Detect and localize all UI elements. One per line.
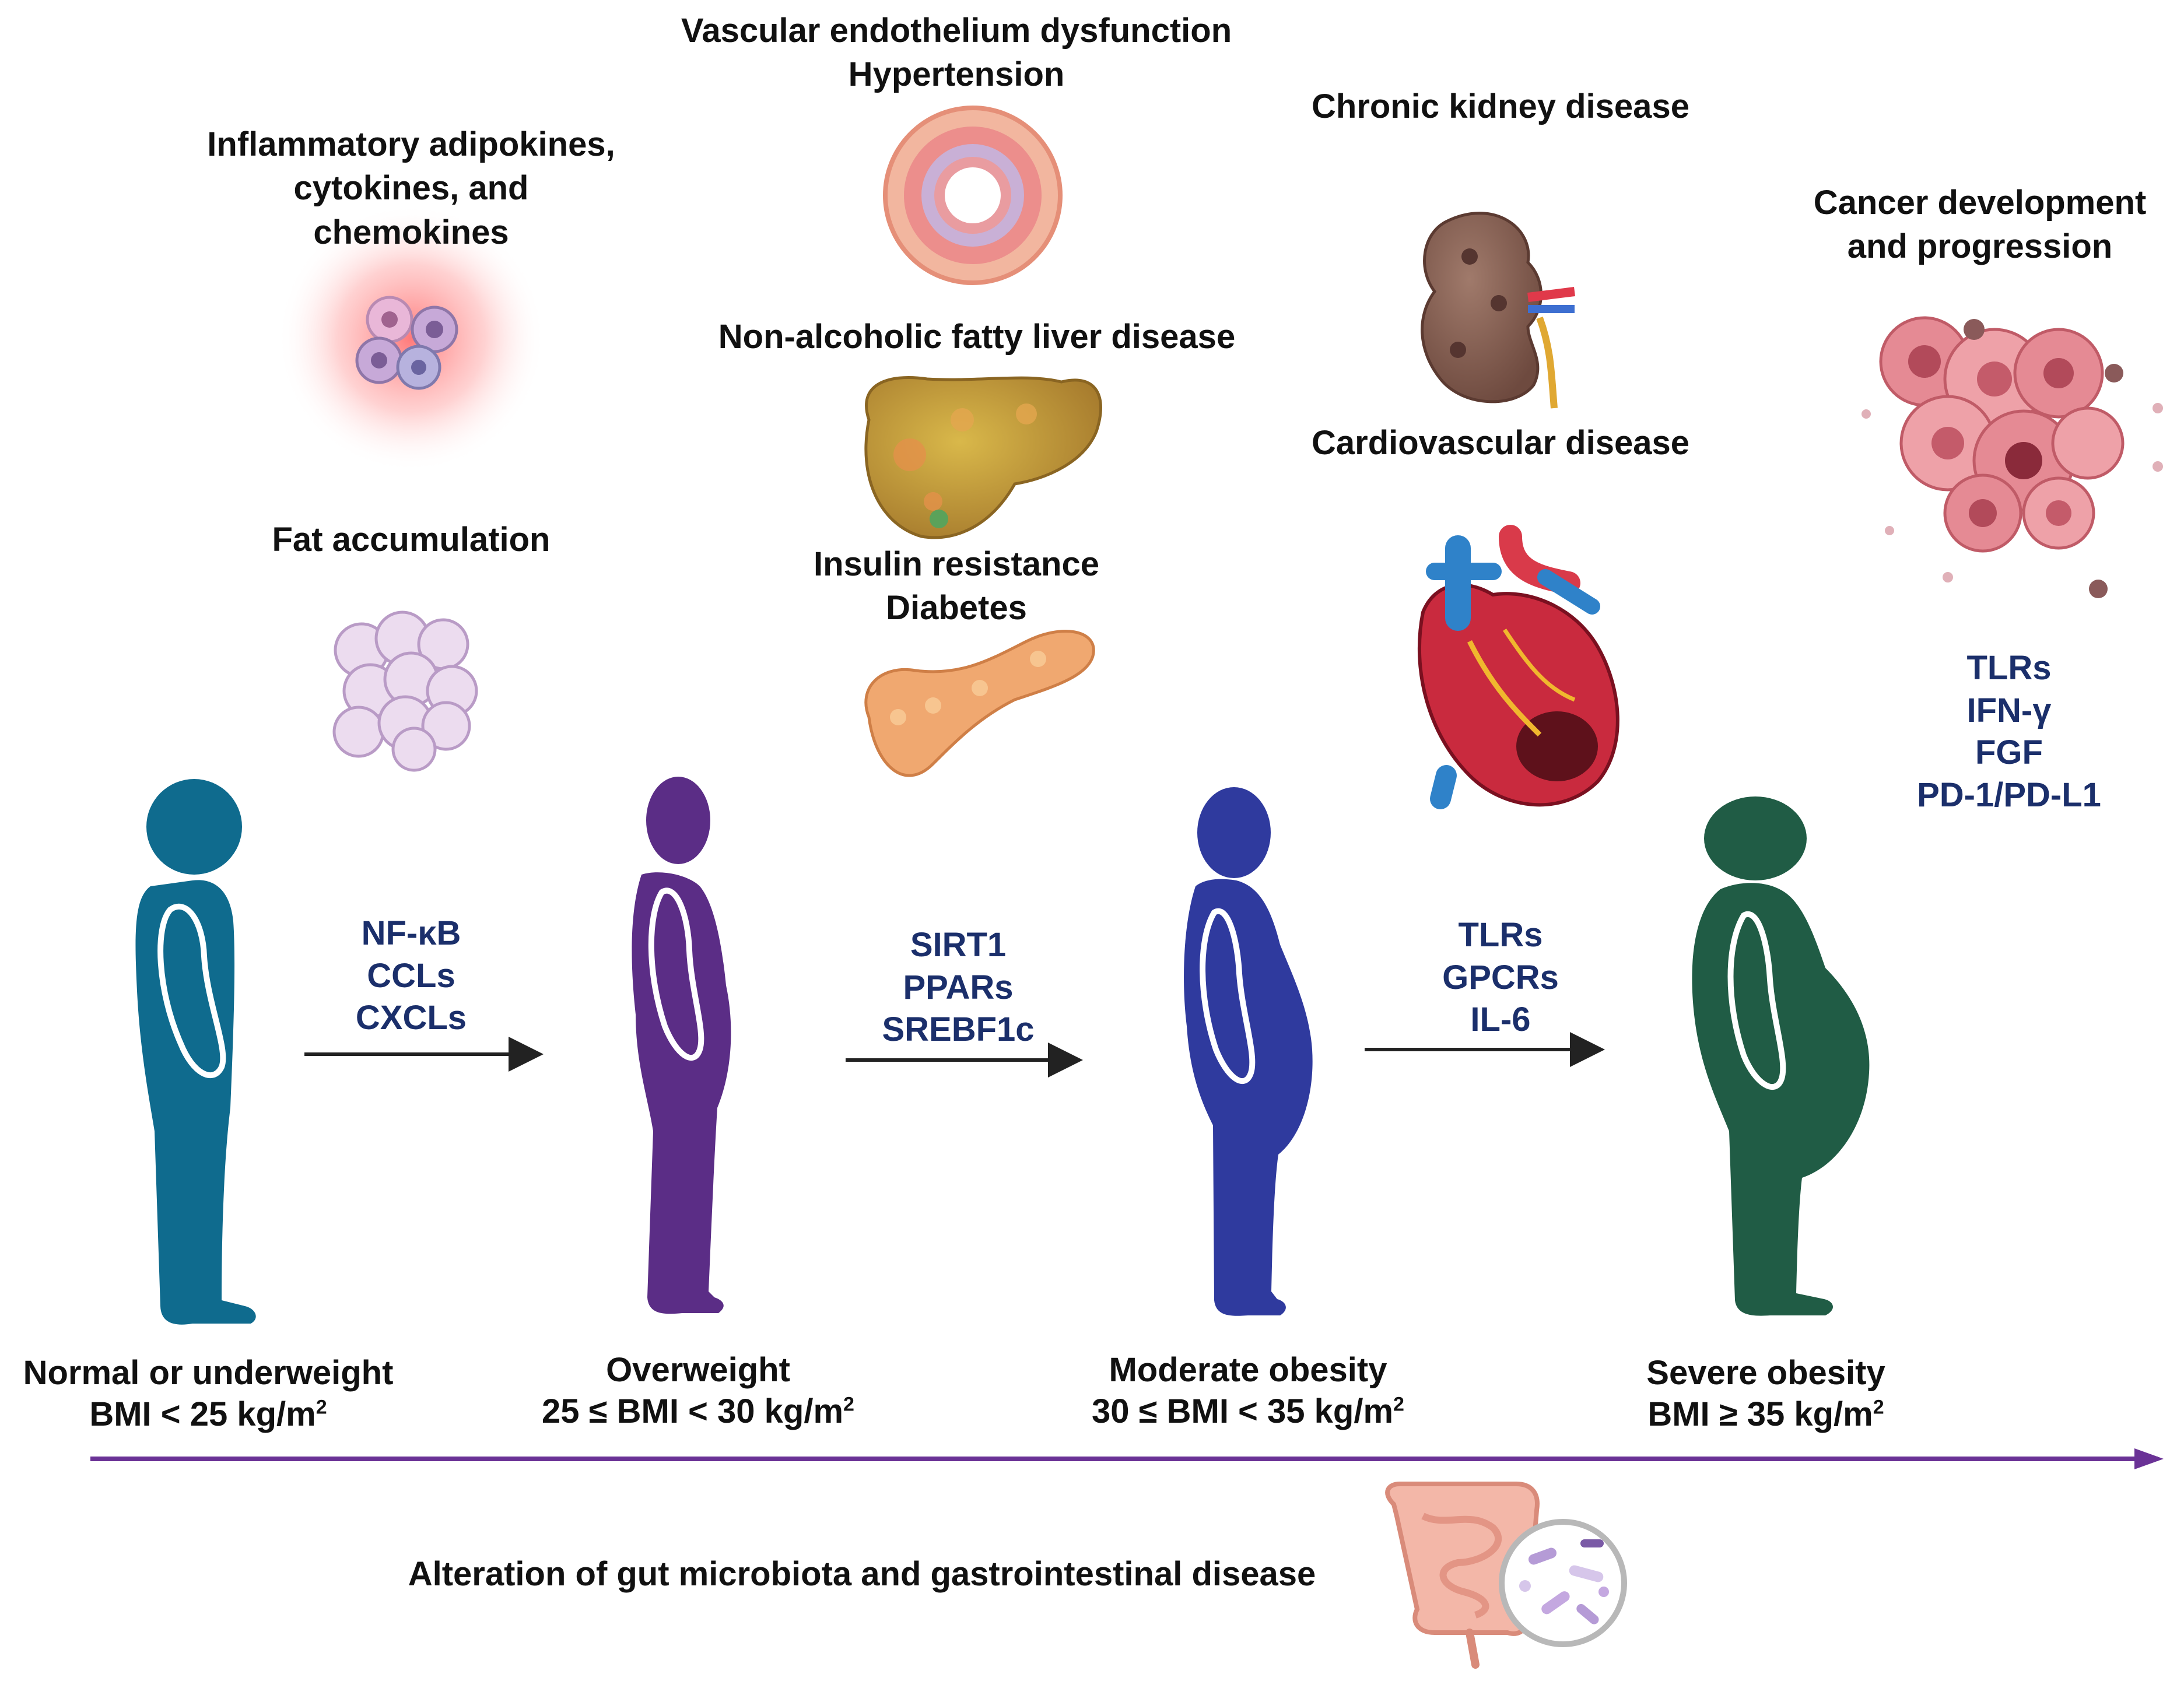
- label-nafld: Non-alcoholic fatty liver disease: [718, 318, 1236, 356]
- label-fat-accumulation: Fat accumulation: [272, 521, 551, 559]
- stage-label-moderate: Moderate obesity 30 ≤ BMI < 35 kg/m2: [1092, 1351, 1404, 1430]
- microbiota-icon: [1499, 1519, 1627, 1647]
- immune-cells-icon: [277, 204, 545, 472]
- label-ckd: Chronic kidney disease: [1312, 87, 1689, 125]
- label-cvd: Cardiovascular disease: [1311, 424, 1690, 462]
- label-vascular: Vascular endothelium dysfunction Hyperte…: [681, 12, 1232, 94]
- cancer-cells-icon: [1862, 316, 2163, 598]
- molecules-transition-3: TLRs GPCRs IL-6: [1442, 916, 1559, 1038]
- label-inflammatory: Inflammatory adipokines, cytokines, and …: [207, 125, 615, 251]
- molecules-transition-1: NF-κB CCLs CXCLs: [355, 914, 467, 1037]
- label-cancer: Cancer development and progression: [1813, 184, 2147, 266]
- adipocytes-icon: [332, 610, 478, 772]
- kidney-icon: [1421, 212, 1575, 409]
- label-gut-microbiota: Alteration of gut microbiota and gastroi…: [408, 1555, 1316, 1593]
- liver-icon: [864, 376, 1102, 539]
- figure-moderate-obesity: [1184, 787, 1313, 1316]
- figure-normal: [135, 779, 256, 1325]
- figure-severe-obesity: [1692, 796, 1870, 1316]
- artery-icon: [883, 106, 1063, 285]
- label-insulin: Insulin resistance Diabetes: [814, 545, 1099, 627]
- heart-icon: [1417, 525, 1619, 809]
- stage-label-severe: Severe obesity BMI ≥ 35 kg/m2: [1646, 1354, 1885, 1433]
- molecules-cancer: TLRs IFN-γ FGF PD-1/PD-L1: [1917, 649, 2101, 814]
- bmi-progression-axis-head: [2134, 1448, 2164, 1469]
- figure-overweight: [632, 777, 731, 1314]
- molecules-transition-2: SIRT1 PPARs SREBF1c: [882, 926, 1035, 1048]
- stage-label-overweight: Overweight 25 ≤ BMI < 30 kg/m2: [542, 1351, 854, 1430]
- pancreas-icon: [864, 630, 1095, 777]
- stage-label-normal: Normal or underweight BMI < 25 kg/m2: [23, 1354, 394, 1433]
